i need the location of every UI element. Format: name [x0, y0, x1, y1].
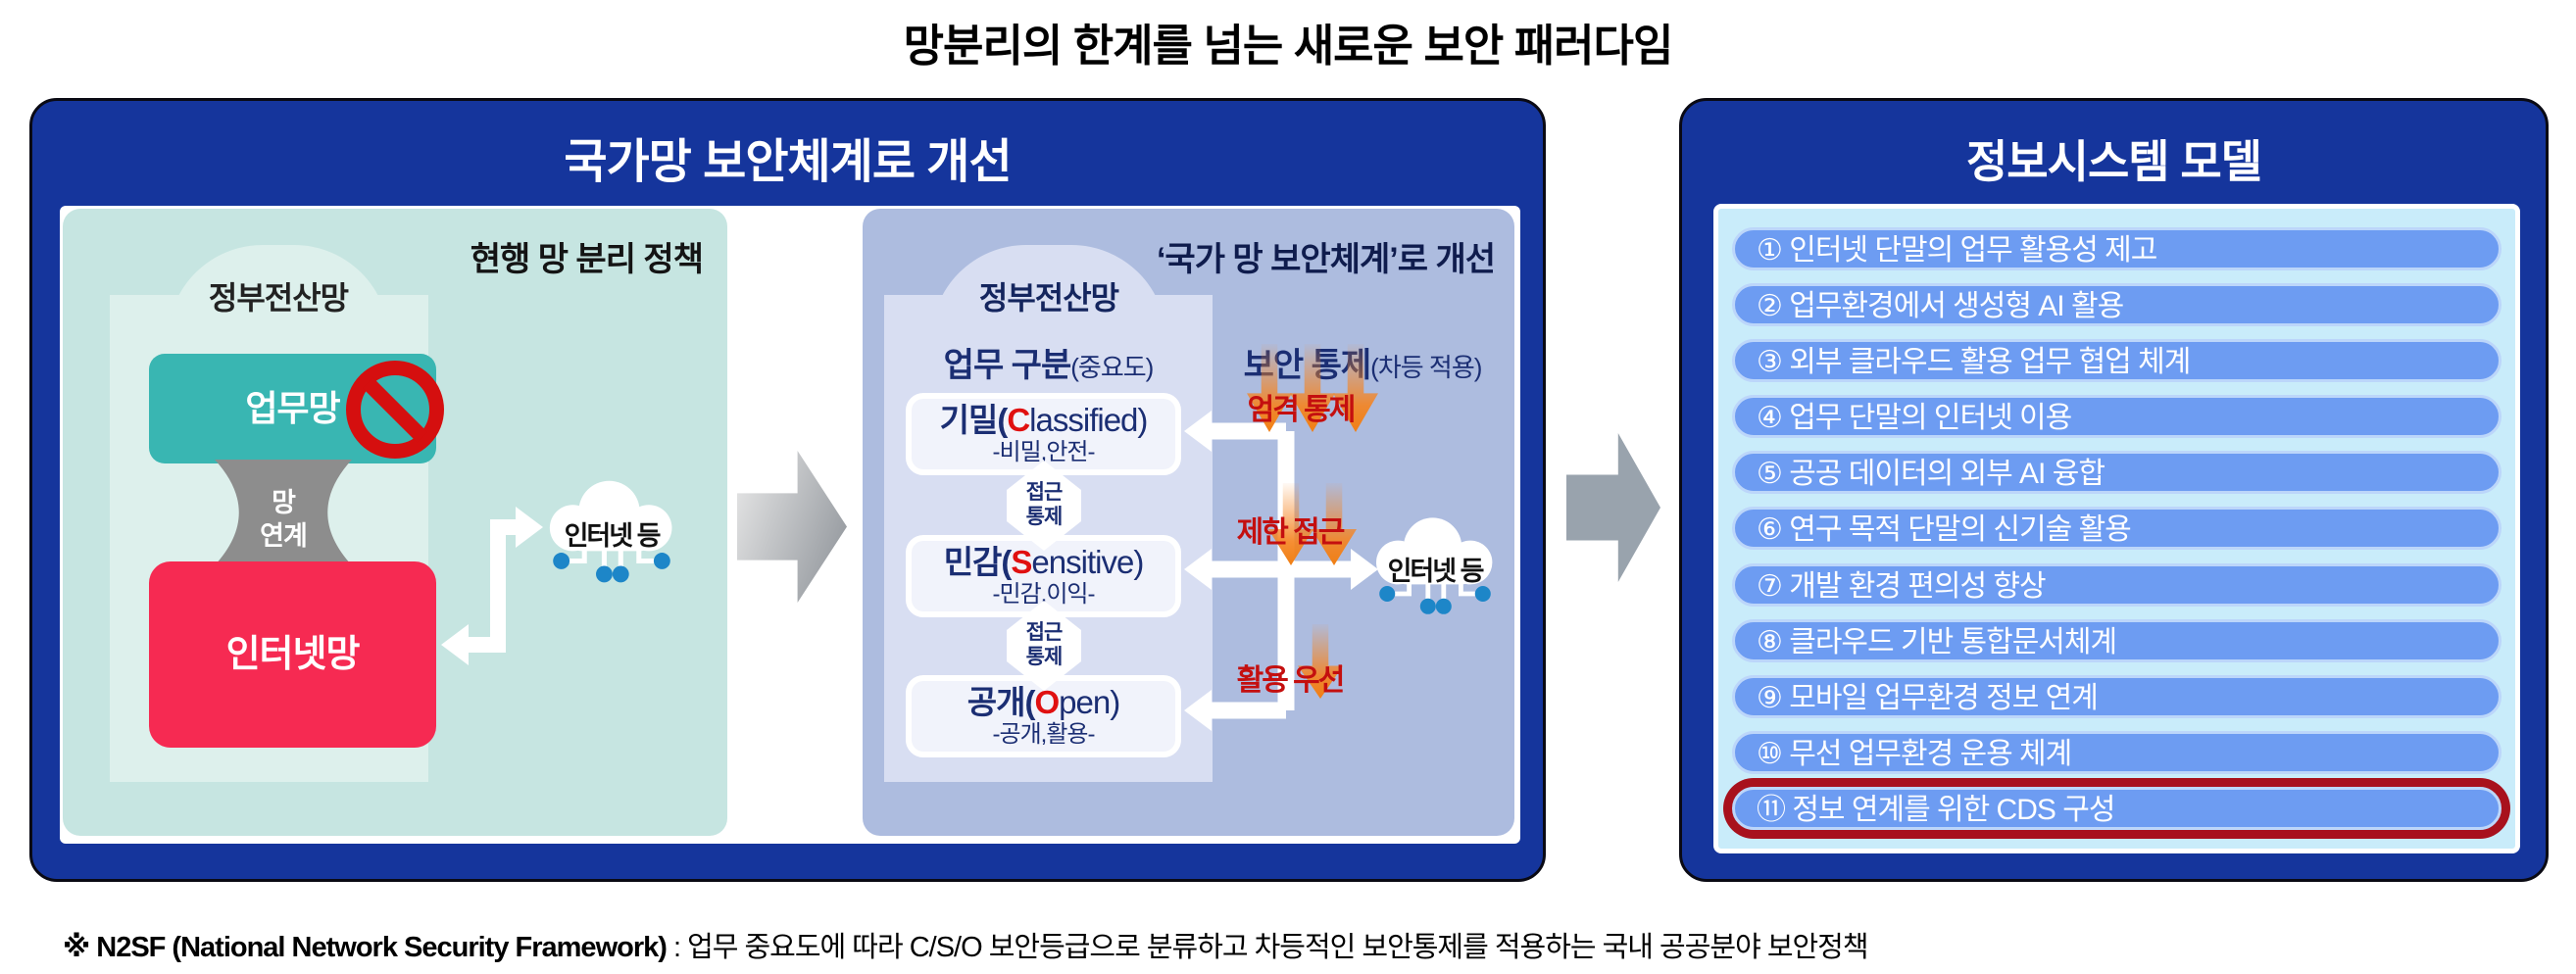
footnote-term: ※ N2SF (National Network Security Framew… — [63, 932, 668, 963]
work-classification-title: 업무 구분 — [943, 347, 1072, 384]
network-link-label-line2: 연계 — [260, 521, 308, 551]
improved-framework-panel: ‘국가 망 보안체계’로 개선 정부전산망 업무 구분(중요도) 보안 통제(차… — [863, 209, 1514, 836]
model-item-7: ⑦ 개발 환경 편의성 향상 — [1732, 562, 2502, 607]
model-item-10: ⑩ 무선 업무환경 운용 체계 — [1732, 730, 2502, 774]
internet-network-box: 인터넷망 — [149, 561, 436, 748]
current-policy-panel: 현행 망 분리 정책 정부전산망 업무망 망 연계 인터넷망 인터넷 등 — [63, 209, 727, 836]
network-link-label-line1: 망 — [272, 488, 296, 517]
internet-cloud-label-2: 인터넷 등 — [1387, 557, 1485, 586]
security-control-sub: (차등 적용) — [1370, 353, 1482, 382]
model-item-1: ① 인터넷 단말의 업무 활용성 제고 — [1732, 227, 2502, 271]
model-item-8: ⑧ 클라우드 기반 통합문서체계 — [1732, 618, 2502, 662]
right-box-title: 정보시스템 모델 — [1965, 136, 2262, 187]
model-item-4: ④ 업무 단말의 인터넷 이용 — [1732, 395, 2502, 439]
internet-connection-arrow — [441, 507, 543, 665]
tier-open-name: 공개(Open) — [966, 684, 1120, 720]
model-item-2: ② 업무환경에서 생성형 AI 활용 — [1732, 283, 2502, 327]
internet-cloud-label: 인터넷 등 — [564, 521, 662, 551]
left-box-title: 국가망 보안체계로 개선 — [564, 136, 1012, 188]
improved-framework-heading: ‘국가 망 보안체계’로 개선 — [1156, 241, 1496, 278]
model-item-9: ⑨ 모바일 업무환경 정보 연계 — [1732, 674, 2502, 718]
tier-open-subtitle: -공개,활용- — [992, 721, 1096, 748]
footnote: ※ N2SF (National Network Security Framew… — [63, 924, 1869, 965]
right-arrow-icon-2 — [1566, 433, 1660, 582]
model-item-3: ③ 외부 클라우드 활용 업무 협업 체계 — [1732, 339, 2502, 383]
model-item-6: ⑥ 연구 목적 단말의 신기술 활용 — [1732, 507, 2502, 551]
cloud-icon — [549, 480, 672, 583]
tier-classified-box: 기밀(Classified) -비밀,안전- — [906, 393, 1181, 475]
information-system-model-box: 정보시스템 모델 ① 인터넷 단말의 업무 활용성 제고 ② 업무환경에서 생성… — [1679, 98, 2549, 882]
model-item-5: ⑤ 공공 데이터의 외부 AI 융합 — [1732, 451, 2502, 495]
strict-control-label: 엄격 통제 — [1247, 394, 1357, 426]
footnote-definition: : 업무 중요도에 따라 C/S/O 보안등급으로 분류하고 차등적인 보안통제… — [666, 932, 1869, 963]
page-title: 망분리의 한계를 넘는 새로운 보안 패러다임 — [903, 21, 1674, 71]
work-classification-sub: (중요도) — [1070, 353, 1154, 382]
gov-network-label-2: 정부전산망 — [978, 280, 1119, 316]
tier-sensitive-name: 민감(Sensitive) — [943, 544, 1145, 580]
tier-classified-name: 기밀(Classified) — [939, 402, 1149, 438]
model-item-11-highlighted: ⑪ 정보 연계를 위한 CDS 구성 — [1732, 786, 2502, 830]
work-classification-header: 업무 구분(중요도) — [884, 338, 1213, 386]
network-link-connector — [215, 460, 352, 565]
cloud-icon-2 — [1376, 517, 1493, 614]
use-priority-label: 활용 우선 — [1236, 664, 1346, 697]
model-list-panel: ① 인터넷 단말의 업무 활용성 제고 ② 업무환경에서 생성형 AI 활용 ③… — [1713, 204, 2520, 853]
gov-network-label: 정부전산망 — [208, 280, 349, 316]
limited-access-label: 제한 접근 — [1236, 516, 1346, 549]
current-policy-heading: 현행 망 분리 정책 — [470, 241, 704, 278]
